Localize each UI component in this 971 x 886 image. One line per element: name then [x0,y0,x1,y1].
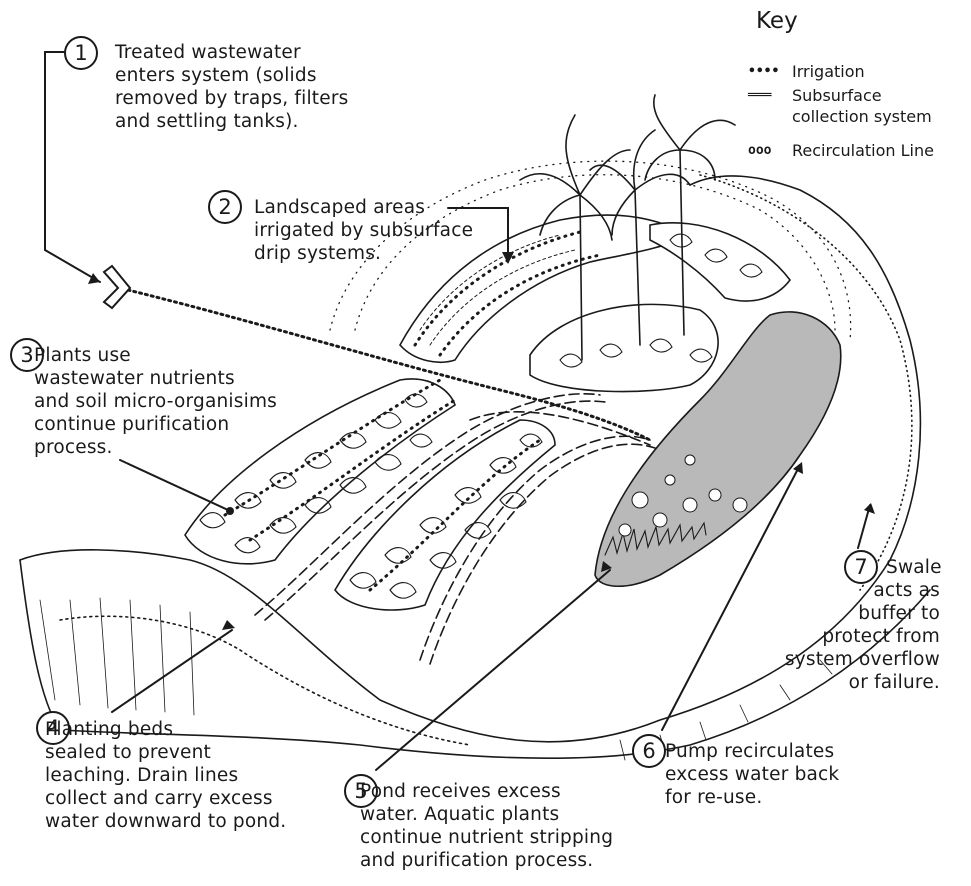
leader-3 [120,460,228,510]
step-1-number: 1 [64,36,98,70]
leader-1 [45,52,100,282]
palm-island [530,304,718,391]
step-6-label: Pump recirculates excess water back for … [665,740,839,809]
step-1-label: Treated wastewater enters system (solids… [115,41,348,133]
leader-4 [112,630,232,712]
palm-fronds-3 [645,95,735,180]
dot-3 [226,507,234,515]
recirculation-symbol-icon: ooo [748,140,792,161]
arrowhead-1 [88,273,100,284]
key-item-subsurface: ═══Subsurface collection system [748,64,932,127]
key-title: Key [756,8,798,34]
step-4-label: Planting beds sealed to prevent leaching… [45,718,286,833]
arrowhead-4 [222,620,235,630]
arrowhead-7 [864,503,875,514]
step-5-label: Pond receives excess water. Aquatic plan… [360,780,613,872]
step-2-label: Landscaped areas irrigated by subsurface… [254,196,473,265]
step-3-label: Plants use wastewater nutrients and soil… [34,344,277,459]
inlet-chevron-icon [104,266,130,308]
step-2-number: 2 [208,190,242,224]
ground-hatch [40,598,194,715]
step-6-number: 6 [632,734,666,768]
subsurface-symbol-icon: ═══ [748,85,792,106]
